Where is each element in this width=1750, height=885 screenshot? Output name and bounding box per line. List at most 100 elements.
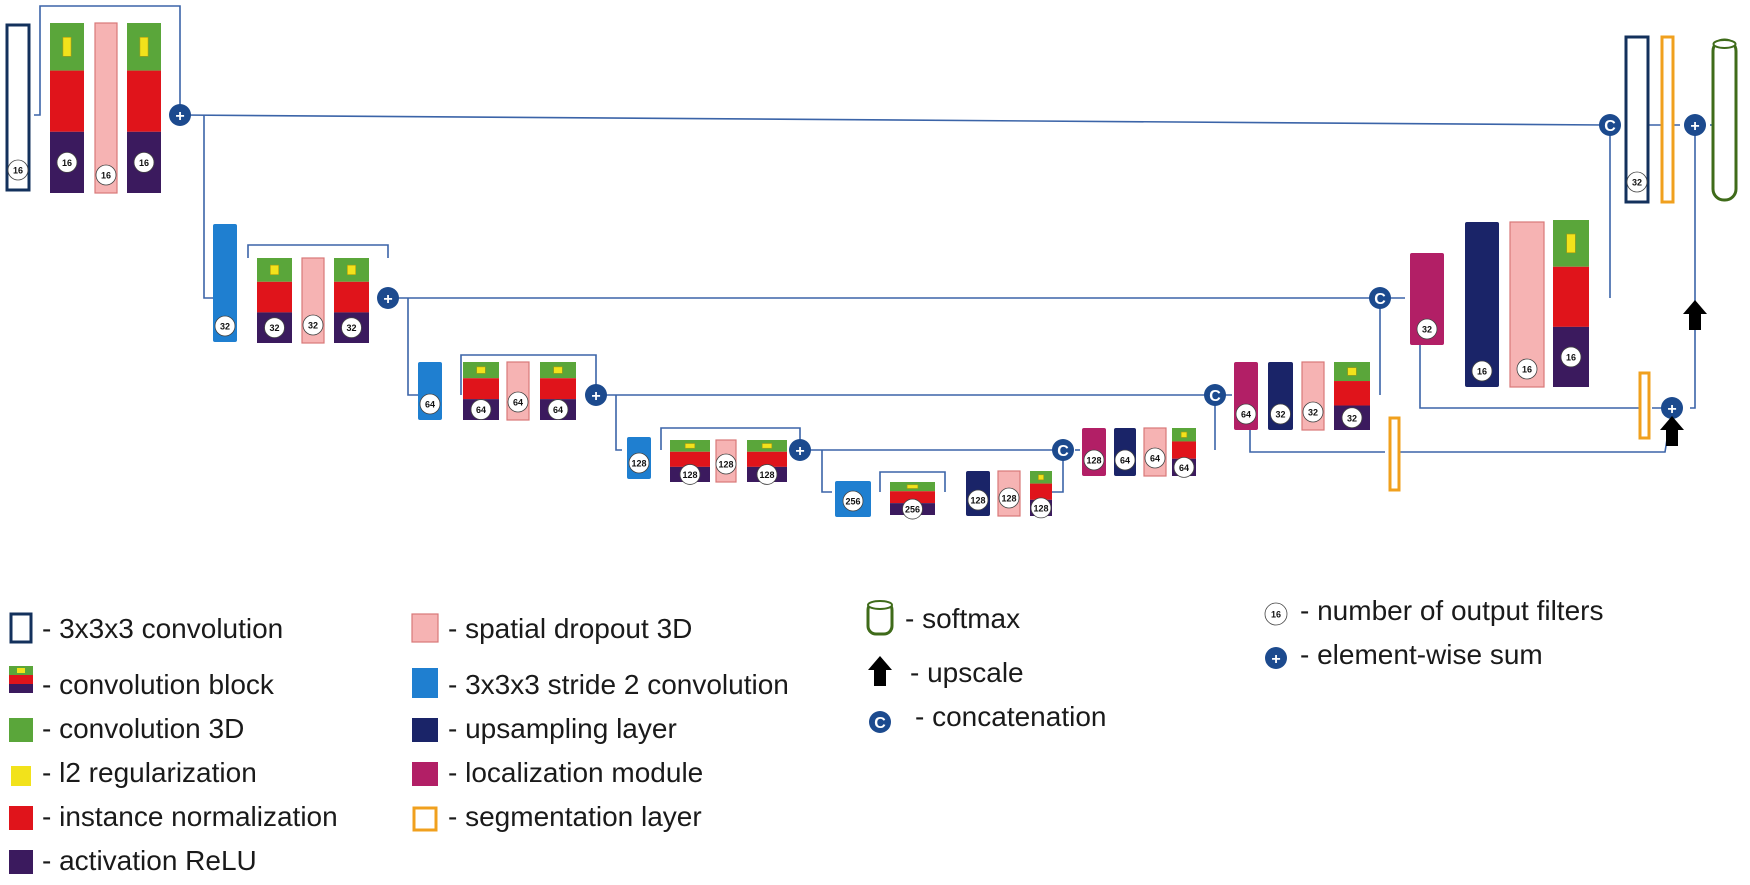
- concat-op-l2-symbol: C: [1374, 291, 1386, 308]
- connection-line: [615, 395, 622, 451]
- legend-inorm-swatch: [9, 806, 33, 830]
- filter-count-badge: [1471, 360, 1493, 382]
- instance-norm-segment: [1553, 266, 1589, 327]
- sum-op-l4-symbol: +: [795, 443, 804, 460]
- sum-op-l4-circle: [789, 439, 811, 461]
- l2-regularization-marker: [139, 36, 149, 57]
- instance-norm-segment: [127, 70, 161, 132]
- filter-count-label: 64: [513, 398, 523, 408]
- conv-block-l1a: 16: [50, 23, 84, 193]
- upscale-arrow: [1660, 416, 1684, 446]
- sum-op-l4: +: [789, 439, 811, 461]
- filter-count-label: 16: [101, 171, 111, 181]
- dropout-l4: 128: [715, 439, 737, 483]
- filter-count-label: 16: [139, 158, 149, 168]
- filter-count-badge: [214, 315, 236, 337]
- residual-skip-l1: [34, 5, 181, 116]
- connection-line: [407, 298, 418, 396]
- connection-line: [1052, 450, 1064, 493]
- stride-conv-l2: 32: [213, 224, 237, 342]
- sum-op-out-symbol: +: [1690, 118, 1699, 135]
- filter-count-label: 16: [1522, 365, 1532, 375]
- legend-conv-block-label: - convolution block: [42, 669, 275, 700]
- dropout-d4: 64: [1143, 427, 1167, 477]
- filter-count-label: 64: [425, 400, 435, 410]
- sum-op-l2: +: [377, 287, 399, 309]
- legend-conv3d-swatch: [9, 718, 33, 742]
- upsampling-l3: 32: [1268, 362, 1293, 430]
- legend-softmax-swatch: [866, 600, 894, 636]
- filter-count-badge: [756, 464, 778, 485]
- filter-count-badge: [1083, 449, 1105, 471]
- legend-l2-swatch: [11, 766, 31, 786]
- instance-norm-segment: [670, 451, 710, 467]
- legend-conv3d-label: - convolution 3D: [42, 713, 244, 744]
- connection-line: [203, 115, 215, 299]
- softmax-top: [1712, 39, 1737, 49]
- connection-line: [821, 450, 832, 493]
- connection-line: [1690, 125, 1696, 409]
- filter-count-label: 128: [1001, 494, 1016, 504]
- conv3x3-block-out-rect: [1624, 35, 1650, 204]
- conv-block-l4b: 128: [747, 440, 787, 485]
- filter-count-badge: [507, 391, 529, 413]
- conv-block-l5: 256: [890, 482, 935, 520]
- filter-count-badge: [1270, 403, 1291, 425]
- legend-concat-icon: C: [869, 711, 891, 733]
- legend-segmentation-label: - segmentation layer: [448, 801, 702, 832]
- sum-op-seg-l2-symbol: +: [1667, 401, 1676, 418]
- connection-lines: [34, 5, 1715, 493]
- segmentation-layer-l2: [1638, 371, 1651, 440]
- filter-count-label: 16: [1566, 352, 1576, 362]
- upscale-icon-l1: [1683, 300, 1707, 330]
- filter-count-badge: [1030, 497, 1052, 519]
- filter-count-label: 128: [1086, 456, 1101, 466]
- upscale-arrow: [1683, 300, 1707, 330]
- filter-count-badge: [1173, 456, 1195, 478]
- concat-op-l4-symbol: C: [1057, 443, 1069, 460]
- instance-norm-segment: [747, 451, 787, 467]
- legend-sum-icon-circle: [1265, 647, 1287, 669]
- instance-norm-segment: [334, 281, 369, 313]
- conv3x3-block-l1: 16: [5, 23, 31, 192]
- filter-count-badge: [547, 399, 569, 420]
- l2-regularization-marker: [684, 443, 696, 449]
- legend-relu-swatch: [9, 850, 33, 874]
- localization-l2-rect: [1410, 253, 1444, 345]
- filter-count-label: 32: [1422, 325, 1432, 335]
- filter-count-label: 64: [1120, 456, 1130, 466]
- upsampling-l2: 16: [1465, 222, 1499, 387]
- filter-count-badge: [1516, 358, 1538, 380]
- filter-count-label: 256: [905, 505, 920, 515]
- stride-conv-l3: 64: [418, 362, 442, 420]
- segmentation-layer-l3-rect: [1388, 416, 1401, 492]
- instance-norm-segment: [50, 70, 84, 132]
- stride-conv-l4: 128: [627, 437, 651, 479]
- residual-skip-l2: [247, 244, 389, 258]
- dropout-l5: 128: [997, 470, 1021, 517]
- sum-op-l1-circle: [169, 104, 191, 126]
- legend-conv-swatch: [9, 612, 33, 644]
- instance-norm-segment: [1030, 483, 1052, 500]
- filter-count-badge: [1144, 447, 1166, 469]
- conv-block-d2: 16: [1553, 220, 1589, 387]
- l2-regularization-marker: [62, 36, 72, 57]
- filter-count-label: 128: [682, 470, 697, 480]
- l2-regularization-marker: [906, 484, 919, 489]
- legend-segmentation-swatch: [412, 806, 438, 832]
- filter-count-label: 128: [718, 460, 733, 470]
- legend-relu-label: - activation ReLU: [42, 845, 257, 876]
- conv-block-l5b: 128: [1030, 471, 1052, 519]
- stride-conv-l2-rect: [213, 224, 237, 342]
- dropout-d3: 32: [1301, 361, 1325, 431]
- sum-op-seg-l2-circle: [1661, 397, 1683, 419]
- filter-count-label: 32: [1632, 178, 1642, 188]
- instance-norm-segment: [463, 378, 499, 400]
- filter-count-label: 64: [476, 405, 486, 415]
- instance-norm-segment: [257, 281, 292, 313]
- connection-line: [1400, 407, 1673, 453]
- l2-regularization-marker: [1566, 233, 1576, 254]
- sum-op-l1-symbol: +: [175, 108, 184, 125]
- legend-concat-icon-circle: [869, 711, 891, 733]
